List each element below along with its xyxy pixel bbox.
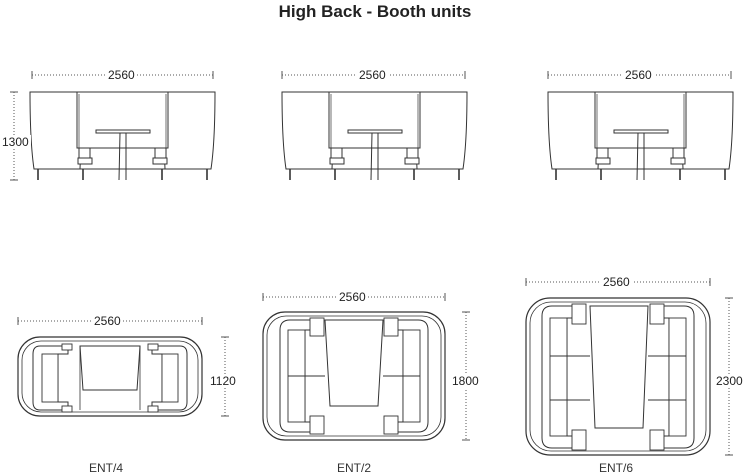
plan-ent4 xyxy=(17,317,229,417)
plan-ent6 xyxy=(525,278,733,456)
plan-ent2-depth-label: 1800 xyxy=(450,374,481,388)
elevation-1-width-label: 2560 xyxy=(106,68,137,82)
plan-ent4-code: ENT/4 xyxy=(89,461,124,475)
plan-ent4-width-label: 2560 xyxy=(92,314,123,328)
plan-ent6-code: ENT/6 xyxy=(599,461,634,475)
plan-ent2-width-label: 2560 xyxy=(337,290,368,304)
elevation-3 xyxy=(547,71,734,181)
plan-ent6-width-label: 2560 xyxy=(601,275,632,289)
plan-ent4-depth-label: 1120 xyxy=(208,374,238,388)
elevation-2-width-label: 2560 xyxy=(357,68,388,82)
elevation-3-width-label: 2560 xyxy=(623,68,654,82)
plan-ent6-depth-label: 2300 xyxy=(714,374,745,388)
plan-ent2 xyxy=(262,293,470,441)
elevation-1 xyxy=(10,71,216,181)
plan-ent2-code: ENT/2 xyxy=(337,461,372,475)
elevation-2 xyxy=(281,71,468,181)
page-title: High Back - Booth units xyxy=(278,2,472,21)
elevation-1-height-label: 1300 xyxy=(0,135,31,149)
